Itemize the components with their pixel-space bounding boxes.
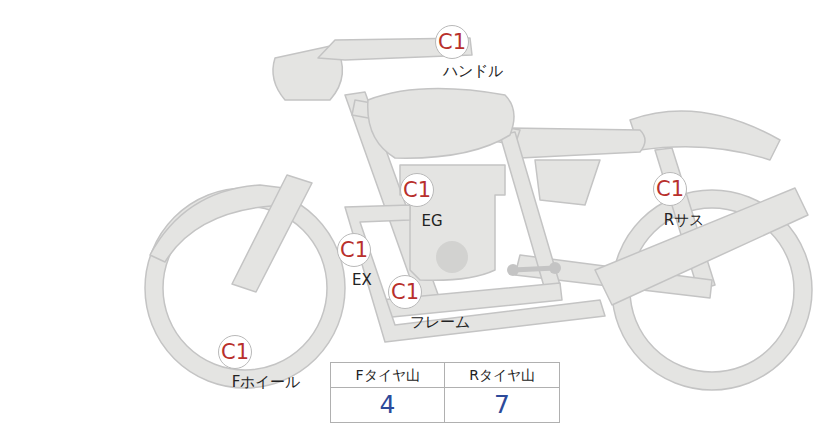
- table-value: 4: [331, 388, 445, 422]
- part-name: ハンドル: [443, 62, 503, 81]
- callout-code: C1: [388, 275, 422, 309]
- tire-table: Fタイヤ山Rタイヤ山47: [330, 362, 560, 423]
- table-header: Rタイヤ山: [445, 363, 559, 388]
- table-header: Fタイヤ山: [331, 363, 445, 388]
- engine-cover: [436, 241, 468, 273]
- tail-cowl: [630, 111, 780, 160]
- footpeg-end: [549, 262, 561, 274]
- muffler: [595, 188, 808, 305]
- front-fork: [232, 175, 312, 292]
- seat: [509, 128, 645, 158]
- part-name: EG: [421, 212, 442, 230]
- frame-seat-tube: [500, 132, 560, 290]
- part-name: EX: [352, 271, 372, 289]
- table-value: 7: [445, 388, 559, 422]
- fuel-tank: [368, 89, 514, 159]
- part-name: Fホイール: [232, 373, 301, 392]
- callout-code: C1: [337, 233, 371, 267]
- footpeg-end: [507, 264, 519, 276]
- side-cover: [535, 160, 600, 205]
- callout-code: C1: [400, 173, 434, 207]
- part-name: フレーム: [410, 313, 470, 332]
- engine: [400, 165, 505, 280]
- exhaust-pipe: [345, 205, 605, 342]
- callout-code: C1: [653, 172, 687, 206]
- callout-code: C1: [218, 335, 252, 369]
- part-name: Rサス: [664, 211, 704, 230]
- footpeg: [513, 268, 555, 270]
- callout-code: C1: [435, 25, 469, 59]
